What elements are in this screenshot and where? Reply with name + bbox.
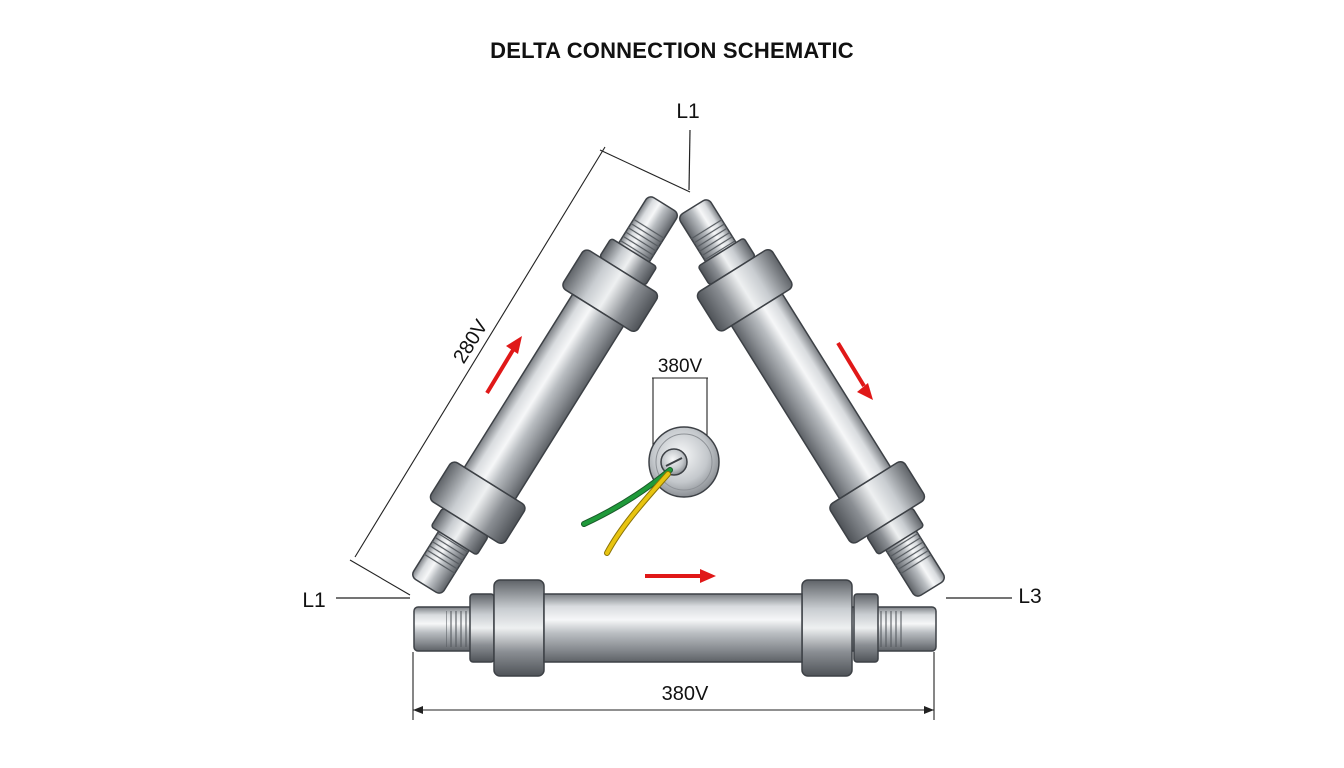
ground-wires: [581, 467, 673, 556]
page-title: DELTA CONNECTION SCHEMATIC: [490, 38, 854, 63]
bottom-tube: [413, 579, 937, 677]
left-dimension-line: [349, 146, 691, 596]
current-arrow-icon: [836, 341, 873, 400]
center-voltage: 380V: [658, 356, 703, 377]
terminal-label-right: L3: [1018, 585, 1041, 608]
current-arrow-icon: [485, 336, 522, 395]
current-arrow-icon: [645, 569, 716, 583]
bottom-dimension-line: [412, 652, 935, 720]
right-tube: [679, 199, 945, 597]
center-dimension-line: [652, 377, 708, 455]
terminal-label-left: L1: [302, 589, 325, 612]
leader-lines: [336, 129, 1012, 599]
bottom-side-voltage: 380V: [662, 683, 709, 705]
terminal-label-top: L1: [676, 100, 699, 123]
left-tube: [412, 196, 678, 594]
